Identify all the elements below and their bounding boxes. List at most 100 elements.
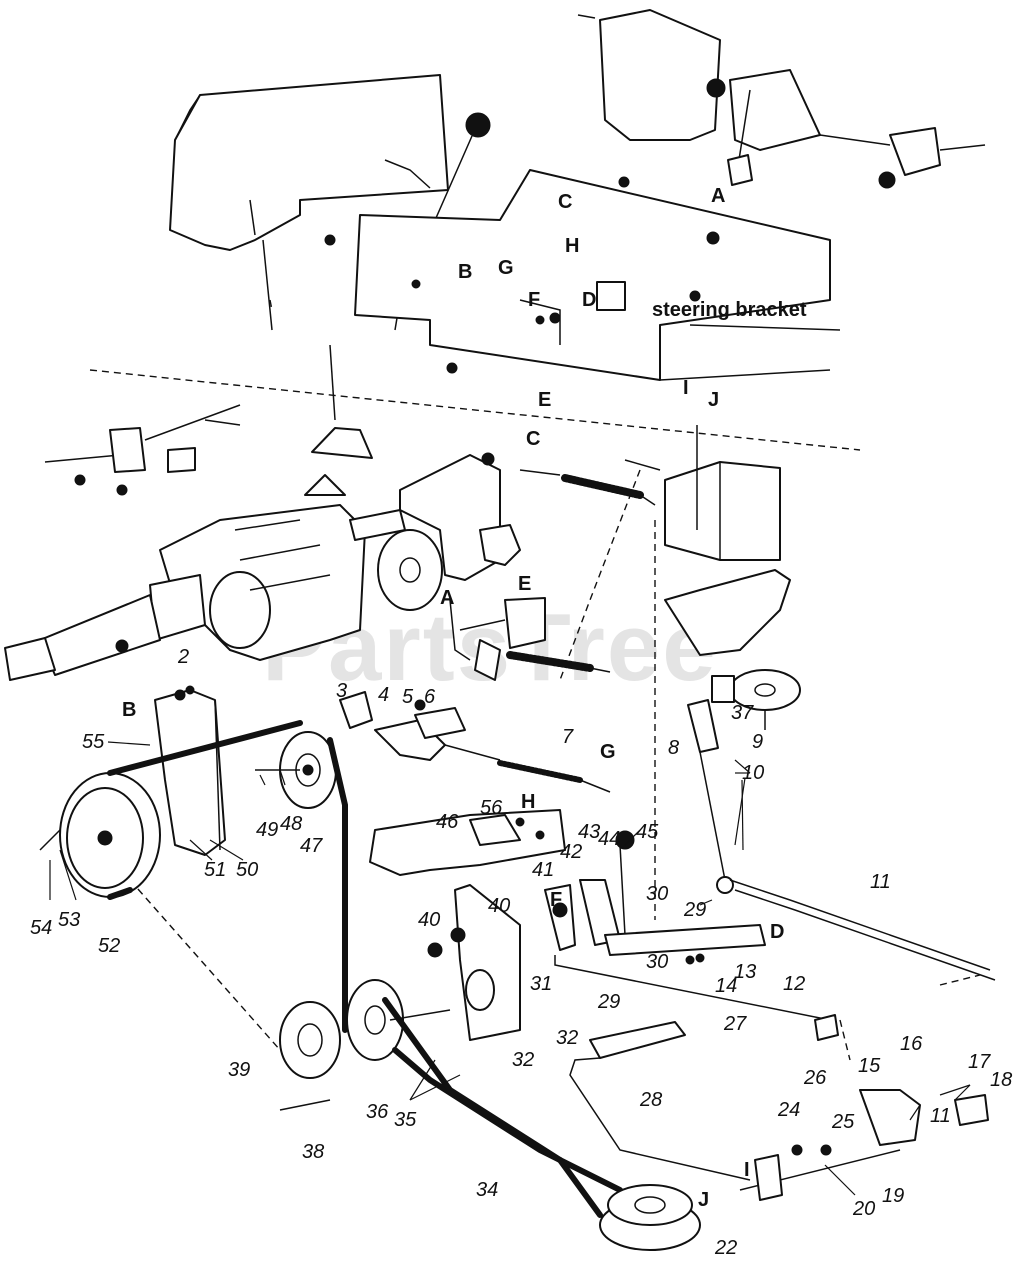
part-number: 50 [236, 859, 258, 881]
brake-disc-assembly [377, 452, 521, 611]
callout-H-low: H [521, 791, 535, 813]
part-number: 40 [418, 909, 440, 931]
leader-lines [49, 741, 971, 1196]
upper-springs [506, 459, 661, 673]
assembly-guide-lines [89, 299, 981, 1061]
part-number: 9 [752, 731, 763, 753]
idler-pulley-47 [255, 731, 348, 1033]
callout-J-low: J [698, 1189, 709, 1211]
center-bracket-31 [427, 830, 635, 1041]
part-number: 45 [636, 821, 659, 843]
callout-J-top: J [708, 389, 719, 411]
part-number: 17 [968, 1051, 991, 1073]
callout-D-top: D [582, 289, 596, 311]
part-number: 30 [646, 883, 668, 905]
mounting-bracket-55 [154, 685, 226, 856]
upper-left-linkage [44, 404, 241, 496]
steering-bracket-plate [324, 169, 841, 381]
part-number: 14 [715, 975, 737, 997]
part-number: 47 [300, 835, 323, 857]
callout-D-low: D [770, 921, 784, 943]
callout-I-low: I [744, 1159, 750, 1181]
part-number-callouts: 2 3 4 5 6 7 8 9 10 11 12 13 14 15 16 17 … [30, 646, 1012, 1259]
part-number: 7 [562, 726, 574, 748]
control-rods [554, 879, 996, 1021]
steering-bracket-label: steering bracket [652, 299, 807, 321]
part-number: 4 [378, 684, 389, 706]
part-number: 42 [560, 841, 582, 863]
part-number: 27 [723, 1013, 747, 1035]
callout-G-low: G [600, 741, 616, 763]
part-number: 15 [858, 1055, 881, 1077]
part-number: 35 [394, 1109, 417, 1131]
part-number: 53 [58, 909, 80, 931]
part-number: 46 [436, 811, 459, 833]
lower-bracket-46 [369, 809, 566, 876]
steering-housing [577, 9, 986, 189]
callout-A-mid: A [440, 587, 454, 609]
part-number: 31 [530, 973, 552, 995]
part-number: 2 [177, 646, 189, 668]
part-number: 29 [597, 991, 620, 1013]
part-number: 11 [870, 871, 891, 893]
shift-lever-boot [304, 344, 373, 496]
part-number: 13 [734, 961, 756, 983]
part-number: 55 [82, 731, 105, 753]
part-number: 54 [30, 917, 52, 939]
part-number: 32 [556, 1027, 578, 1049]
part-number: 6 [424, 686, 436, 708]
part-number: 56 [480, 797, 503, 819]
pedal-assembly [569, 1014, 989, 1201]
linkage-rod-assembly [339, 691, 611, 793]
mower-pulley-22 [557, 1157, 701, 1251]
callout-A-top: A [711, 185, 725, 207]
part-number: 41 [532, 859, 554, 881]
callout-F-low: F [550, 889, 562, 911]
right-bracket-idler [664, 425, 801, 730]
part-number: 32 [512, 1049, 534, 1071]
part-number: 39 [228, 1059, 250, 1081]
part-number: 8 [668, 737, 679, 759]
part-number: 28 [639, 1089, 662, 1111]
part-number: 48 [280, 813, 302, 835]
callout-E-mid: E [518, 573, 531, 595]
callout-G-top: G [498, 257, 514, 279]
lower-pulley-36 [279, 979, 623, 1193]
part-number: 12 [783, 973, 805, 995]
part-number: 40 [488, 895, 510, 917]
callout-B-left: B [122, 699, 136, 721]
part-number: 38 [302, 1141, 324, 1163]
part-number: 49 [256, 819, 278, 841]
part-number: 52 [98, 935, 120, 957]
part-number: 44 [598, 828, 620, 850]
part-number: 24 [777, 1099, 800, 1121]
callout-B-top: B [458, 261, 472, 283]
callout-C-mid: C [526, 428, 540, 450]
callout-C-top: C [558, 191, 572, 213]
part-number: 34 [476, 1179, 498, 1201]
callout-F-top: F [528, 289, 540, 311]
engine-pulley-52 [39, 720, 303, 900]
part-number: 3 [336, 680, 347, 702]
callout-I-top: I [683, 377, 689, 399]
part-number: 20 [852, 1198, 875, 1220]
part-number: 25 [831, 1111, 855, 1133]
part-number: 36 [366, 1101, 389, 1123]
bracket-e-mid [449, 597, 546, 681]
part-number: 26 [803, 1067, 827, 1089]
part-number: 43 [578, 821, 600, 843]
part-number: 30 [646, 951, 668, 973]
part-number: 18 [990, 1069, 1012, 1091]
callout-H-top: H [565, 235, 579, 257]
clutch-lever [687, 699, 734, 894]
part-number: 51 [204, 859, 226, 881]
part-number: 29 [683, 899, 706, 921]
part-number: 16 [900, 1033, 923, 1055]
callout-E-top: E [538, 389, 551, 411]
part-number: 11 [930, 1105, 951, 1127]
part-number: 37 [731, 702, 754, 724]
letter-callouts: A C H G B F D E I J C A E B G H F D I J … [122, 185, 807, 1211]
part-number: 10 [742, 762, 764, 784]
transmission-housing [4, 504, 406, 681]
